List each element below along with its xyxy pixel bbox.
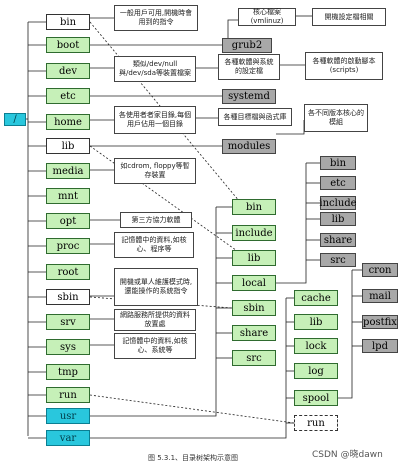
node-lib[interactable]: lib [46, 138, 90, 154]
node-var-lib[interactable]: lib [294, 314, 338, 330]
node-local-src[interactable]: src [320, 253, 356, 267]
node-spool-mail[interactable]: mail [362, 289, 398, 303]
note-lib: 各種目標檔與函式庫 [218, 108, 292, 126]
node-mnt[interactable]: mnt [46, 188, 90, 204]
node-sbin[interactable]: sbin [46, 289, 90, 305]
node-var-log[interactable]: log [294, 363, 338, 379]
node-grub2[interactable]: grub2 [222, 38, 272, 53]
node-local-lib[interactable]: lib [320, 212, 356, 226]
node-spool-postfix[interactable]: postfix [362, 315, 398, 329]
node-usr[interactable]: usr [46, 408, 90, 424]
note-srv: 網路服務所提供的資料放置處 [114, 309, 196, 331]
node-run[interactable]: run [46, 387, 90, 403]
note-proc: 記憶體中的資料,如核心、程序等 [114, 232, 194, 258]
node-media[interactable]: media [46, 163, 90, 179]
node-bin[interactable]: bin [46, 14, 90, 30]
node-tmp[interactable]: tmp [46, 364, 90, 380]
watermark: CSDN @晓dawn [312, 450, 383, 460]
node-opt[interactable]: opt [46, 213, 90, 229]
node-spool-cron[interactable]: cron [362, 263, 398, 277]
note-etc-sys: 各種軟體與系統的設定檔 [218, 54, 280, 80]
note-bin: 一般用戶可用,開機時會用到的指令 [114, 5, 198, 31]
dashed-lib-usrlib [89, 145, 241, 254]
node-usr-bin[interactable]: bin [232, 199, 276, 215]
note-opt: 第三方協力軟體 [120, 212, 192, 228]
node-local-include[interactable]: include [319, 196, 357, 210]
node-local-etc[interactable]: etc [320, 176, 356, 190]
node-modules[interactable]: modules [222, 139, 276, 154]
node-usr-src[interactable]: src [232, 350, 276, 366]
node-root[interactable]: / [4, 113, 26, 126]
edge-local [276, 163, 307, 284]
node-var-run[interactable]: run [294, 415, 338, 431]
note-modules: 各不同版本核心的模組 [304, 104, 368, 132]
node-proc[interactable]: proc [46, 238, 90, 254]
node-usr-include[interactable]: include [232, 225, 276, 241]
note-boot-cfg: 開機設定檔相關 [312, 8, 386, 26]
node-var[interactable]: var [46, 430, 90, 446]
dashed-run-varrun [89, 394, 295, 424]
node-usr-share[interactable]: share [232, 325, 276, 341]
node-root-dir[interactable]: root [46, 264, 90, 280]
note-media: 如cdrom, floppy等暫存裝置 [114, 158, 196, 184]
node-var-spool[interactable]: spool [294, 390, 338, 406]
node-home[interactable]: home [46, 114, 90, 130]
note-sys: 記憶體中的資料,如核心、系統等 [114, 333, 196, 359]
node-local-share[interactable]: share [320, 233, 356, 247]
note-etc-scripts: 各種軟體的啟動腳本(scripts) [305, 52, 383, 80]
note-kernel: 核心檔案(vmlinuz) [238, 8, 296, 26]
node-etc[interactable]: etc [46, 88, 90, 104]
node-usr-lib[interactable]: lib [232, 250, 276, 266]
node-sys[interactable]: sys [46, 339, 90, 355]
node-usr-sbin[interactable]: sbin [232, 300, 276, 316]
edge-spool [338, 270, 353, 399]
arrow-grub2-kernel [227, 19, 238, 40]
note-home: 各使用者者家目錄,每個用戶佔用一個目錄 [114, 106, 196, 134]
node-var-lock[interactable]: lock [294, 338, 338, 354]
figure-caption: 图 5.3.1、目录树架构示意图 [148, 454, 239, 462]
node-systemd[interactable]: systemd [222, 89, 276, 104]
note-dev: 類似/dev/null與/dev/sda等裝置檔案 [114, 56, 196, 82]
node-dev[interactable]: dev [46, 63, 90, 79]
node-srv[interactable]: srv [46, 314, 90, 330]
node-boot[interactable]: boot [46, 37, 90, 53]
edge-usr [90, 207, 217, 417]
node-spool-lpd[interactable]: lpd [362, 339, 398, 353]
node-local-bin[interactable]: bin [320, 156, 356, 170]
edge-var [90, 298, 287, 439]
node-usr-local[interactable]: local [232, 275, 276, 291]
node-var-cache[interactable]: cache [294, 290, 338, 306]
note-sbin: 開機或單人維護模式時,還能操作的系統指令 [114, 268, 198, 306]
